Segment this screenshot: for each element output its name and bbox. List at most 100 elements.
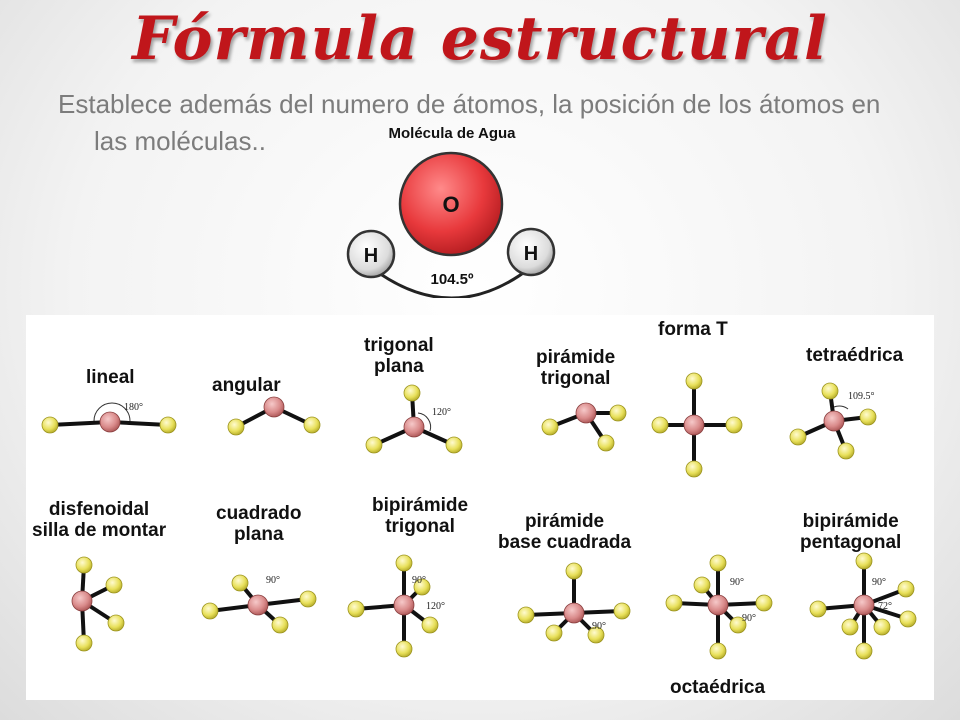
molecule-bipiramide-pentagonal — [809, 552, 917, 660]
angle-label-trigonal-plana: 120° — [432, 407, 451, 418]
angle-label-tetraedrica: 109.5° — [848, 391, 875, 402]
central-atom-octaedrica — [707, 594, 729, 616]
angle-arc — [371, 266, 531, 298]
label-bipiramide-trigonal-line2: trigonal — [385, 516, 455, 537]
ligand-atom-piramide-trigonal-1 — [609, 404, 627, 422]
central-atom-piramide-trigonal — [575, 402, 597, 424]
ligand-atom-bipiramide-pentagonal-6 — [873, 618, 891, 636]
geometry-drawings: 180°120°109.5°90°90°120°90°90°90°90°72° — [41, 372, 917, 660]
ligand-atom-piramide-base-cuadrada-1 — [517, 606, 535, 624]
angle-arc-lineal — [93, 402, 131, 422]
ligand-atom-tetraedrica-0 — [821, 382, 839, 400]
ligand-atom-tetraedrica-3 — [837, 442, 855, 460]
angle-arc-tetraedrica — [833, 405, 849, 410]
ligand-atom-forma-t-2 — [651, 416, 669, 434]
ligand-atom-lineal-1 — [159, 416, 177, 434]
central-atom-tetraedrica — [823, 410, 845, 432]
ligand-atom-bipiramide-trigonal-4 — [413, 578, 431, 596]
ligand-atom-lineal-0 — [41, 416, 59, 434]
label-forma-t: forma T — [658, 319, 728, 340]
ligand-atom-bipiramide-trigonal-1 — [395, 640, 413, 658]
angle-label-cuadrado-plana: 90° — [266, 575, 280, 586]
subtitle-line-2: las moléculas.. — [94, 126, 266, 156]
molecule-octaedrica — [665, 554, 773, 660]
label-bipiramide-pentagonal-line1: bipirámide — [802, 511, 899, 532]
ligand-atom-piramide-base-cuadrada-3 — [545, 624, 563, 642]
ligand-atom-piramide-base-cuadrada-0 — [565, 562, 583, 580]
label-cuadrado-plana-line2: plana — [233, 524, 284, 545]
ligand-atom-disfenoidal-3 — [107, 614, 125, 632]
ligand-atom-forma-t-0 — [685, 372, 703, 390]
central-atom-disfenoidal — [71, 590, 93, 612]
ligand-atom-disfenoidal-2 — [105, 576, 123, 594]
molecule-angular — [227, 396, 321, 436]
ligand-atom-bipiramide-pentagonal-5 — [841, 618, 859, 636]
molecule-piramide-base-cuadrada — [517, 562, 631, 644]
central-atom-trigonal-plana — [403, 416, 425, 438]
central-atom-bipiramide-trigonal — [393, 594, 415, 616]
hydrogen-atom-right — [506, 227, 556, 277]
label-bipiramide-pentagonal-line2: pentagonal — [800, 532, 902, 553]
angle-label-bipiramide-trigonal-2: 120° — [426, 601, 445, 612]
molecule-disfenoidal — [71, 556, 125, 652]
ligand-atom-tetraedrica-2 — [859, 408, 877, 426]
hydrogen-label-left: H — [364, 245, 378, 267]
label-angular: angular — [212, 375, 281, 396]
ligand-atom-piramide-base-cuadrada-2 — [613, 602, 631, 620]
ligand-atom-trigonal-plana-1 — [365, 436, 383, 454]
label-piramide-trigonal-line2: trigonal — [540, 368, 611, 389]
ligand-atom-bipiramide-pentagonal-2 — [809, 600, 827, 618]
oxygen-label: O — [442, 192, 459, 217]
angle-label-octaedrica-2: 90° — [742, 613, 756, 624]
ligand-atom-bipiramide-trigonal-2 — [347, 600, 365, 618]
label-tetraedrica: tetraédrica — [806, 345, 904, 366]
central-atom-lineal — [99, 411, 121, 433]
label-bipiramide-trigonal-line1: bipirámide — [372, 495, 469, 516]
ligand-atom-forma-t-3 — [725, 416, 743, 434]
molecule-lineal — [41, 411, 177, 434]
angle-label-octaedrica: 90° — [730, 577, 744, 588]
ligand-atom-bipiramide-pentagonal-0 — [855, 552, 873, 570]
ligand-atom-cuadrado-plana-2 — [201, 602, 219, 620]
ligand-atom-bipiramide-trigonal-3 — [421, 616, 439, 634]
water-heading: Molécula de Agua — [389, 125, 517, 142]
label-disfenoidal-line2: silla de montar — [32, 520, 167, 541]
label-trigonal-plana: trigonal plana — [364, 335, 434, 377]
hydrogen-atom-left — [346, 229, 396, 279]
molecule-bipiramide-trigonal — [347, 554, 439, 658]
ligand-atom-octaedrica-3 — [755, 594, 773, 612]
label-piramide-trigonal-line1: pirámide — [536, 347, 616, 368]
ligand-atom-angular-1 — [303, 416, 321, 434]
angle-arc-trigonal-plana — [417, 412, 432, 432]
ligand-atom-forma-t-1 — [685, 460, 703, 478]
subtitle-line-1: Establece además del numero de átomos, l… — [58, 89, 881, 119]
ligand-atom-piramide-base-cuadrada-4 — [587, 626, 605, 644]
ligand-atom-octaedrica-2 — [665, 594, 683, 612]
label-trigonal-plana-line2: plana — [374, 356, 424, 377]
oxygen-atom — [398, 151, 504, 257]
hydrogen-label-right: H — [524, 243, 538, 265]
ligand-atom-angular-0 — [227, 418, 245, 436]
label-piramide-trigonal: pirámide trigonal — [536, 347, 615, 389]
ligand-atom-bipiramide-pentagonal-1 — [855, 642, 873, 660]
ligand-atom-bipiramide-pentagonal-4 — [899, 610, 917, 628]
ligand-atom-octaedrica-5 — [729, 616, 747, 634]
label-bipiramide-pentagonal: bipirámide pentagonal — [800, 511, 901, 553]
molecule-trigonal-plana — [365, 384, 463, 454]
molecule-tetraedrica — [789, 382, 877, 460]
ligand-atom-trigonal-plana-0 — [403, 384, 421, 402]
angle-label-bipiramide-trigonal: 90° — [412, 575, 426, 586]
ligand-atom-piramide-trigonal-2 — [597, 434, 615, 452]
ligand-atom-octaedrica-1 — [709, 642, 727, 660]
ligand-atom-disfenoidal-0 — [75, 556, 93, 574]
ligand-atom-octaedrica-0 — [709, 554, 727, 572]
ligand-atom-disfenoidal-1 — [75, 634, 93, 652]
central-atom-cuadrado-plana — [247, 594, 269, 616]
label-bipiramide-trigonal: bipirámide trigonal — [372, 495, 468, 537]
ligand-atom-trigonal-plana-2 — [445, 436, 463, 454]
ligand-atom-bipiramide-pentagonal-3 — [897, 580, 915, 598]
label-disfenoidal: disfenoidal silla de montar — [32, 499, 166, 541]
label-cuadrado-plana-line1: cuadrado — [216, 503, 302, 524]
angle-label-lineal: 180° — [124, 402, 143, 413]
ligand-atom-bipiramide-trigonal-0 — [395, 554, 413, 572]
